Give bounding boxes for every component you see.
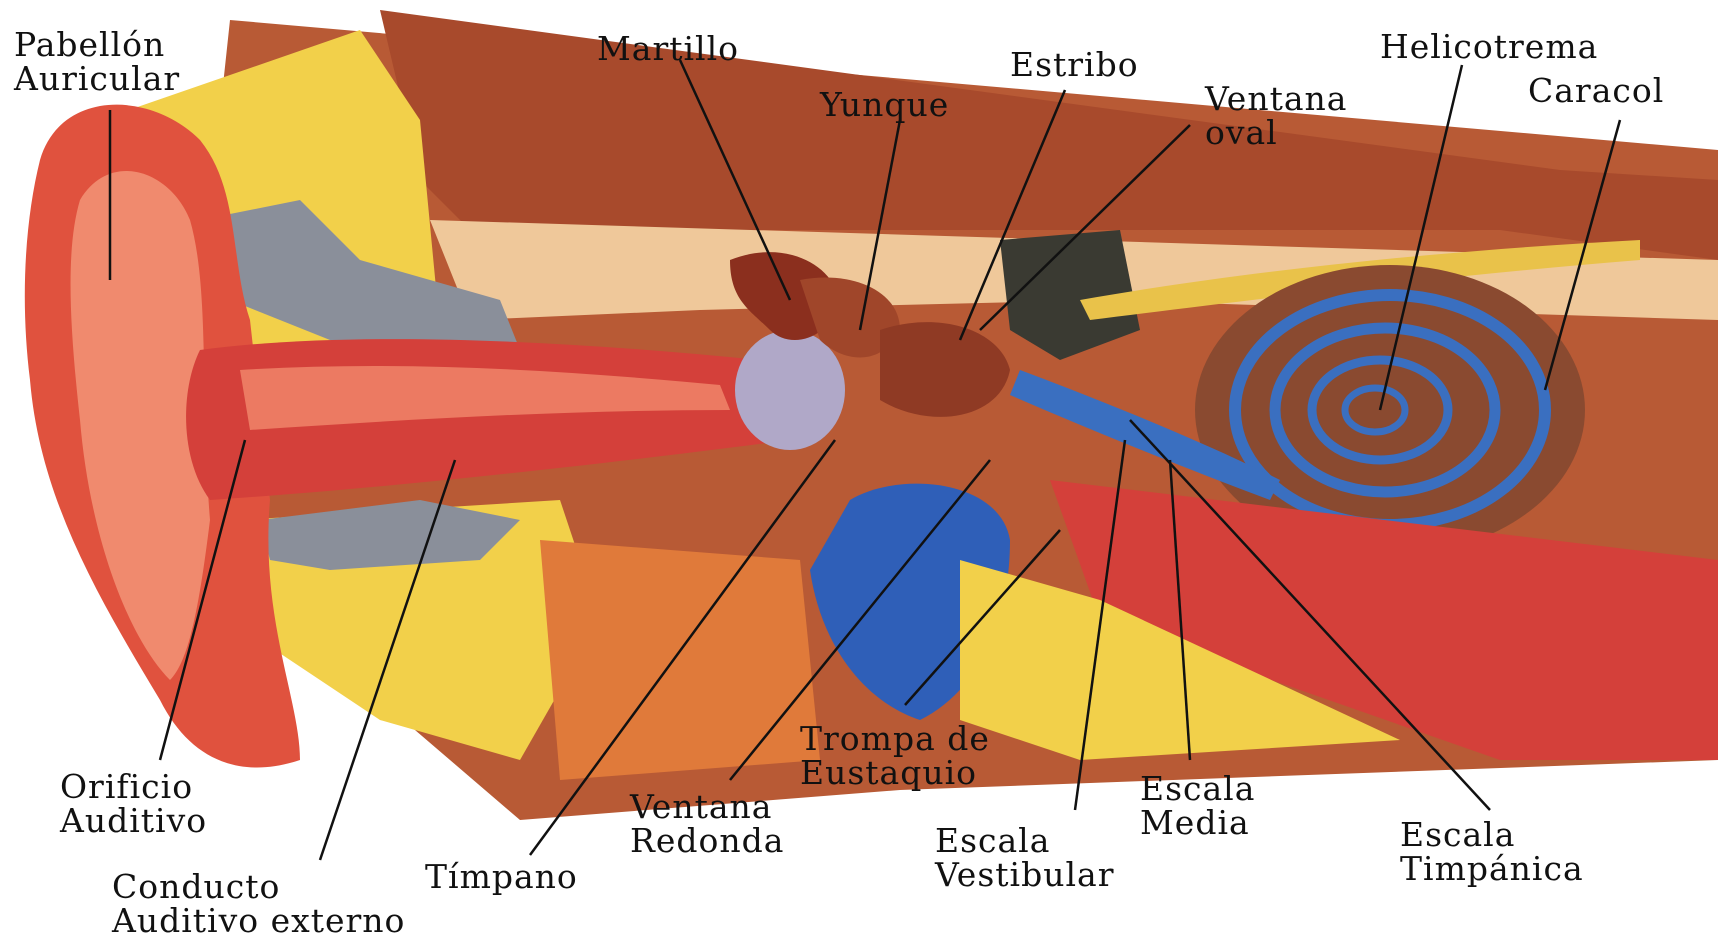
label-trompa-de-eustaquio: Trompa de Eustaquio (800, 722, 990, 790)
label-conducto-auditivo-externo: Conducto Auditivo externo (112, 870, 405, 938)
lower-muscle (540, 540, 820, 780)
label-caracol: Caracol (1528, 74, 1664, 108)
tympanic-membrane (735, 330, 845, 450)
label-timpano: Tímpano (425, 860, 578, 894)
label-estribo: Estribo (1010, 48, 1139, 82)
label-martillo: Martillo (597, 32, 739, 66)
label-pabellon-auricular: Pabellón Auricular (14, 28, 180, 96)
label-ventana-redonda: Ventana Redonda (630, 790, 784, 858)
label-yunque: Yunque (820, 88, 949, 122)
label-escala-media: Escala Media (1140, 772, 1255, 840)
label-orificio-auditivo: Orificio Auditivo (60, 770, 207, 838)
label-escala-vestibular: Escala Vestibular (935, 824, 1114, 892)
label-ventana-oval: Ventana oval (1205, 82, 1347, 150)
label-helicotrema: Helicotrema (1380, 30, 1598, 64)
label-escala-timpanica: Escala Timpánica (1400, 818, 1584, 886)
